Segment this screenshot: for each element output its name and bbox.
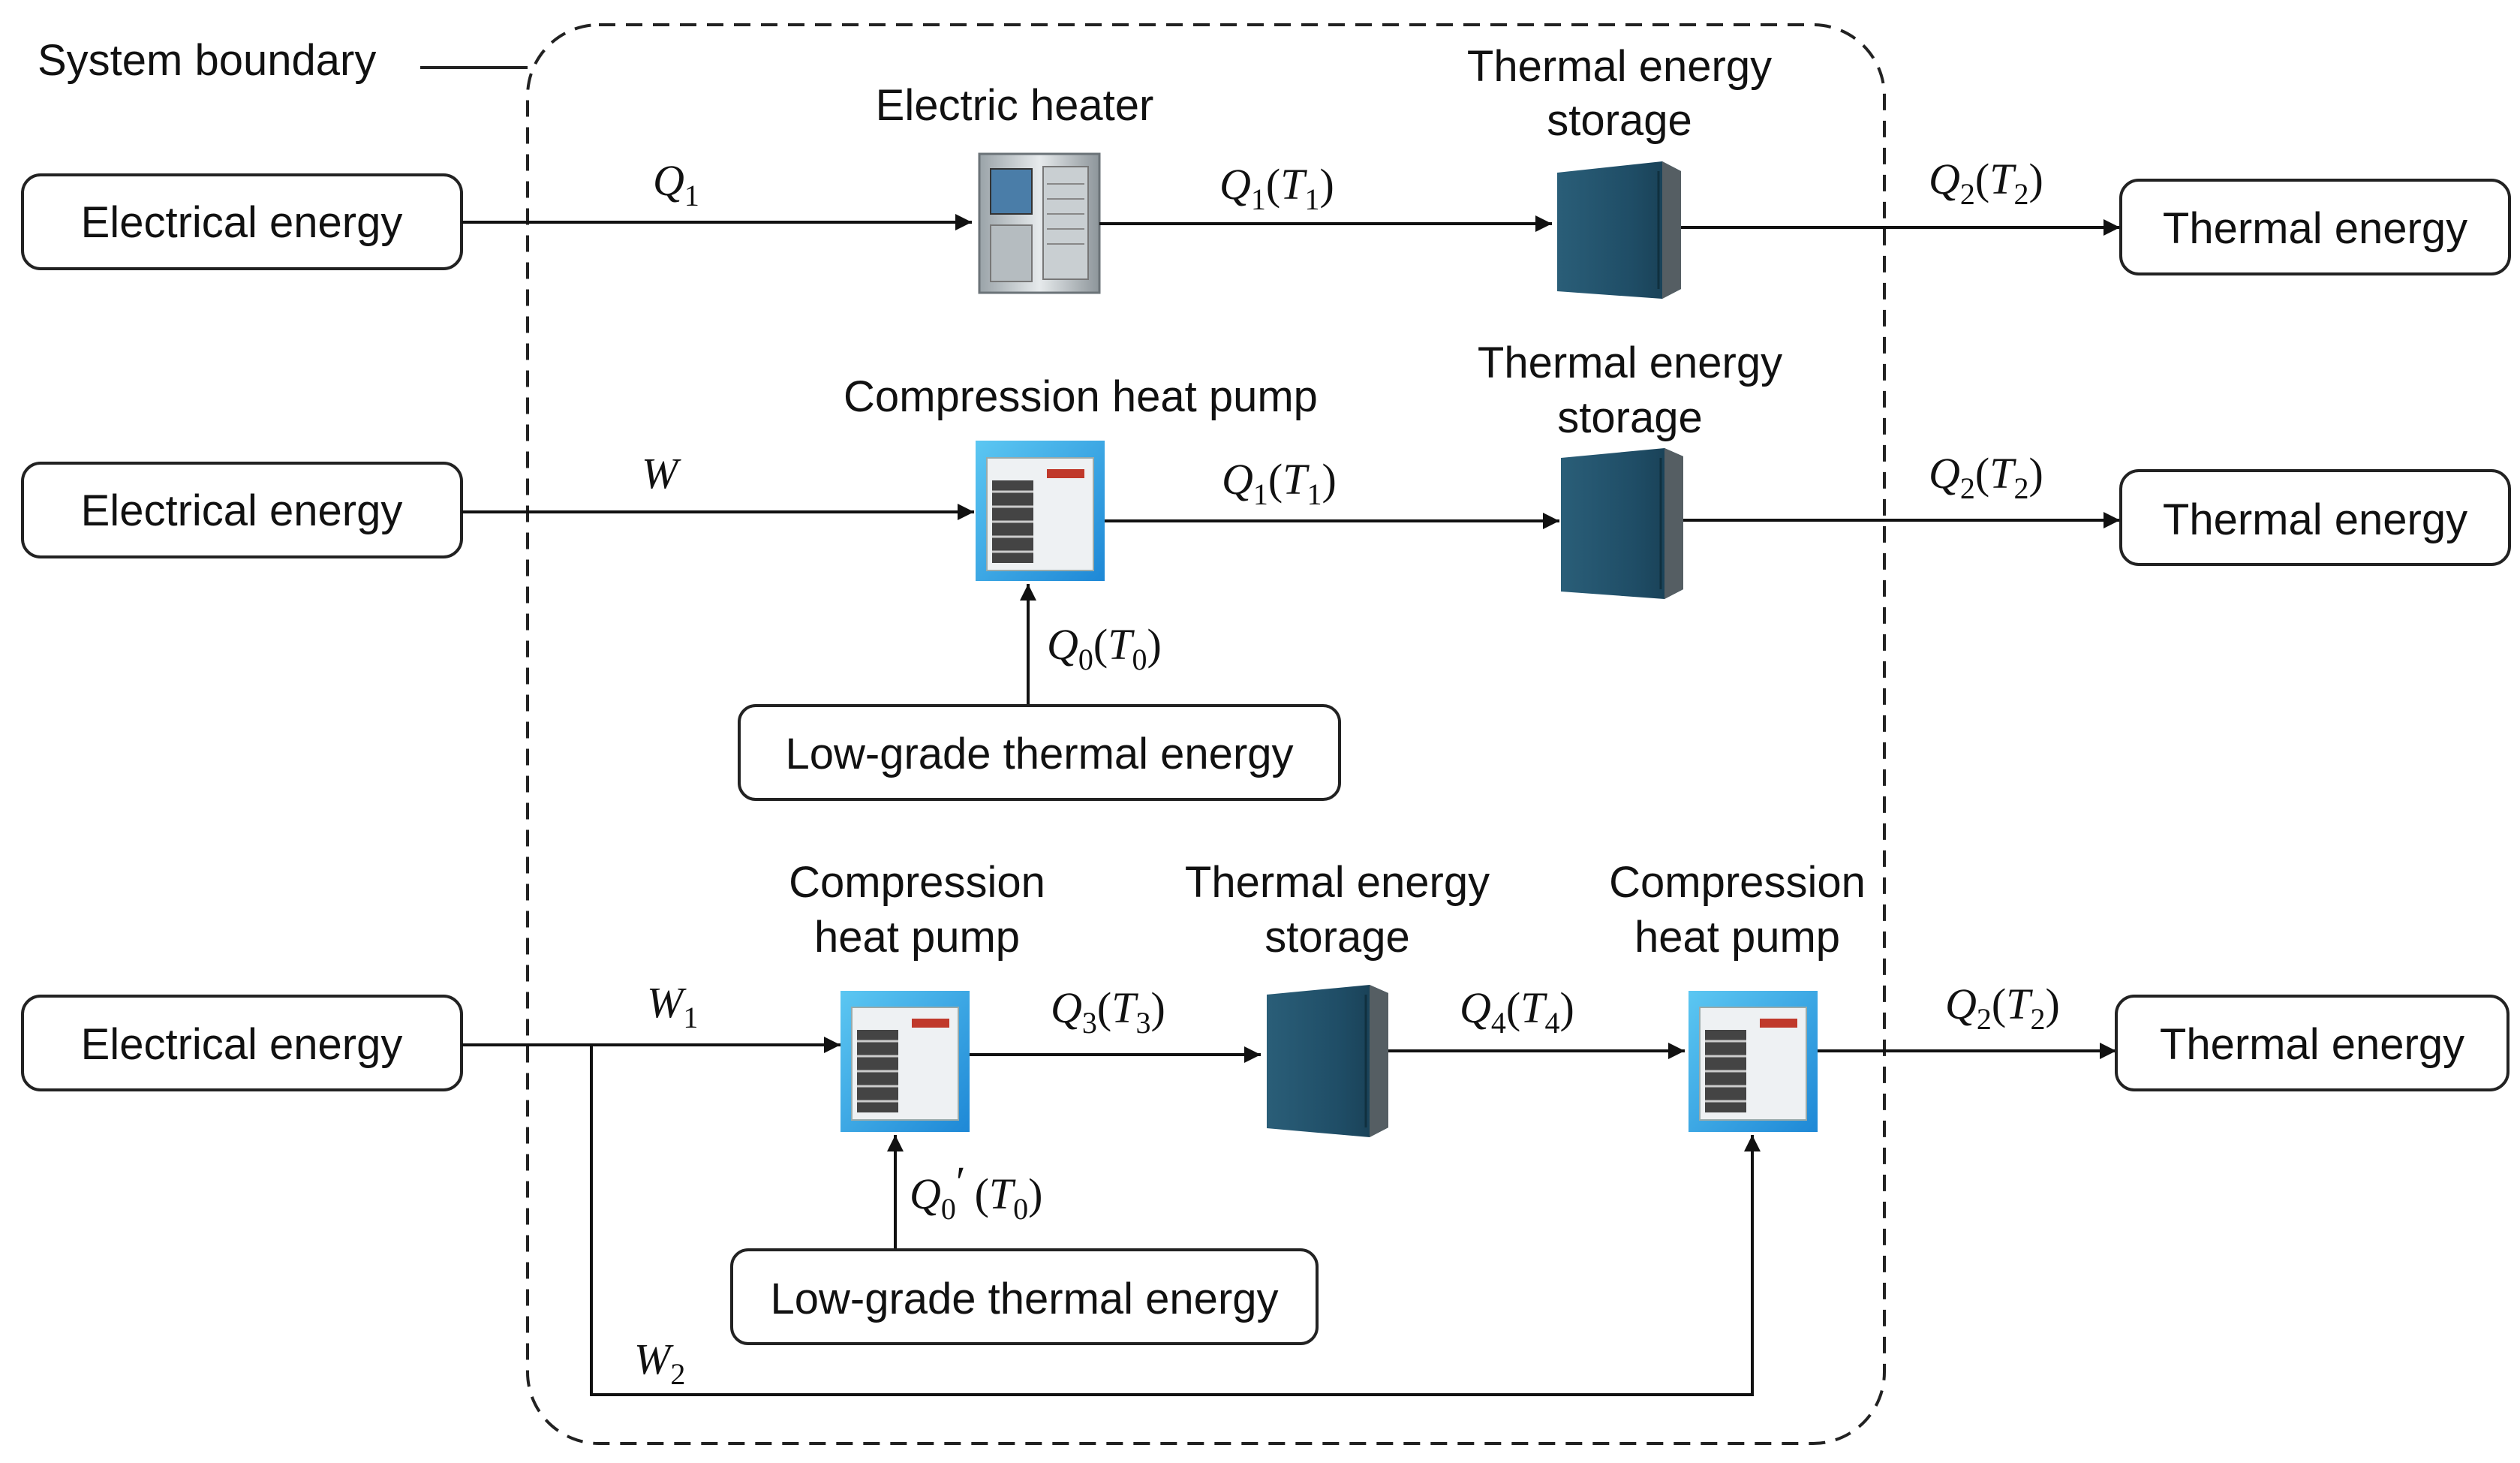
thermal-storage-image (1561, 448, 1683, 599)
flow-label-q2-t2: Q2(T2) (1929, 449, 2043, 505)
system-boundary-label: System boundary (38, 36, 376, 85)
flow-label-q1: Q1 (653, 156, 699, 212)
hp2-label-line-1: Compression (1609, 858, 1866, 907)
flow-label-q1-t1: Q1(T1) (1222, 455, 1337, 511)
row-1: Electrical energy Q1 Electric heater Q1(… (21, 42, 2511, 299)
compression-heat-pump-image (976, 441, 1105, 581)
flow-label-q2-t2: Q2(T2) (1945, 980, 2060, 1036)
flow-label-w: W (642, 449, 681, 498)
electrical-energy-label: Electrical energy (81, 486, 403, 535)
thermal-storage-image (1267, 985, 1388, 1137)
electrical-energy-label: Electrical energy (81, 1020, 403, 1069)
device-label: Compression heat pump (844, 372, 1318, 421)
flow-label-q2-t2: Q2(T2) (1929, 155, 2043, 211)
storage-label-line-2: storage (1265, 913, 1409, 962)
thermal-energy-box (2119, 469, 2511, 566)
flow-label-q4-t4: Q4(T4) (1460, 983, 1574, 1040)
thermal-energy-label: Thermal energy (2160, 1020, 2464, 1069)
row-3: Electrical energy W1 W2 Compression heat… (21, 858, 2509, 1396)
low-grade-thermal-energy-label: Low-grade thermal energy (770, 1275, 1278, 1323)
compression-heat-pump-image (841, 991, 970, 1132)
device-label: Electric heater (876, 81, 1154, 130)
flow-arrow (590, 1045, 1761, 1396)
electrical-energy-box (21, 995, 463, 1091)
hp1-label-line-2: heat pump (814, 913, 1020, 962)
hp1-label-line-1: Compression (789, 858, 1045, 907)
thermal-energy-box (2115, 995, 2509, 1091)
thermal-energy-label: Thermal energy (2163, 495, 2467, 544)
compression-heat-pump-image (1689, 991, 1818, 1132)
low-grade-thermal-energy-label: Low-grade thermal energy (785, 730, 1293, 778)
storage-label-line-1: Thermal energy (1185, 858, 1490, 907)
flow-label-q3-t3: Q3(T3) (1051, 983, 1165, 1040)
low-grade-thermal-energy-box (730, 1248, 1319, 1345)
storage-label-line-2: storage (1547, 96, 1692, 145)
low-grade-thermal-energy-box (738, 704, 1341, 801)
flow-label-q0-t0: Q0(T0) (1047, 620, 1162, 676)
flow-label-w1: W1 (647, 978, 698, 1034)
flow-label-q1-t1: Q1(T1) (1219, 160, 1334, 216)
thermal-storage-image (1557, 161, 1681, 299)
row-2: Electrical energy W Compression heat pum… (21, 339, 2511, 801)
electric-heater-image (978, 152, 1101, 294)
electrical-energy-label: Electrical energy (81, 198, 403, 247)
storage-label-line-2: storage (1557, 393, 1702, 442)
electrical-energy-box (21, 462, 463, 558)
storage-label-line-1: Thermal energy (1478, 339, 1782, 387)
system-boundary (526, 23, 1886, 1445)
thermal-energy-label: Thermal energy (2163, 204, 2467, 253)
flow-label-w2: W2 (634, 1335, 685, 1391)
hp2-label-line-2: heat pump (1634, 913, 1840, 962)
thermal-energy-box (2119, 179, 2511, 275)
flow-label-q0prime-t0: Q0′(T0) (910, 1157, 1043, 1226)
storage-label-line-1: Thermal energy (1467, 42, 1772, 91)
